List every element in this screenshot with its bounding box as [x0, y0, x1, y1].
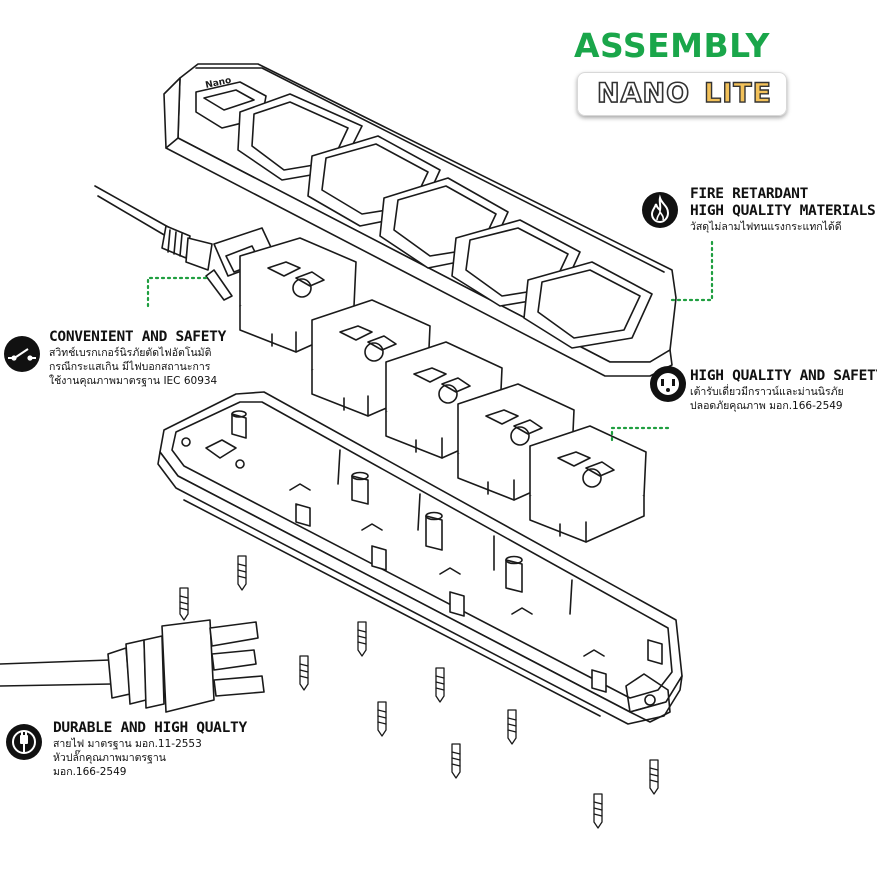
brand-badge: NANO LITE — [577, 72, 787, 116]
feature-socket-title: HIGH QUALITY AND SAFETY — [690, 368, 877, 384]
flame-icon — [642, 192, 678, 228]
feature-durable-desc-2: หัวปลั๊กคุณภาพมาตรฐาน — [53, 752, 166, 764]
page-title: ASSEMBLY — [574, 26, 770, 65]
feature-durable-quality: DURABLE AND HIGH QUALTY สายไฟ มาตรฐาน มอ… — [53, 720, 247, 779]
socket-icon — [650, 366, 686, 402]
screws — [179, 555, 659, 829]
leader-convenient — [146, 276, 208, 308]
feature-socket-desc-2: ปลอดภัยคุณภาพ มอก.166-2549 — [690, 400, 843, 412]
switch-icon — [4, 336, 40, 372]
socket-modules — [239, 237, 647, 543]
feature-fire-title-2: HIGH QUALITY MATERIALS — [690, 203, 876, 219]
feature-durable-desc-3: มอก.166-2549 — [53, 766, 127, 778]
feature-high-quality-safety: HIGH QUALITY AND SAFETY เต้ารับเดี่ยวมีก… — [690, 368, 877, 413]
leader-lines — [146, 240, 714, 442]
feature-fire-title-1: FIRE RETARDANT — [690, 186, 809, 202]
feature-convenient-desc-3: ใช้งานคุณภาพมาตรฐาน IEC 60934 — [49, 375, 218, 387]
top-cover: Nano — [163, 63, 677, 377]
feature-convenient-title: CONVENIENT AND SAFETY — [49, 329, 227, 345]
feature-convenient-desc-2: กรณีกระแสเกิน มีไฟบอกสถานะการ — [49, 361, 211, 373]
feature-fire-retardant: FIRE RETARDANT HIGH QUALITY MATERIALS วั… — [690, 186, 876, 234]
feature-durable-title: DURABLE AND HIGH QUALTY — [53, 720, 247, 736]
feature-fire-desc: วัสดุไม่ลามไฟทนแรงกระแทกได้ดี — [690, 221, 842, 233]
bottom-base — [157, 391, 683, 725]
feature-durable-desc-1: สายไฟ มาตรฐาน มอก.11-2553 — [53, 738, 202, 750]
feature-convenient-desc-1: สวิทช์เบรกเกอร์นิรภัยตัดไฟอัตโนมัติ — [49, 347, 212, 359]
leader-fire — [670, 240, 714, 302]
brand-word-nano: NANO — [596, 77, 691, 110]
plug-icon — [6, 724, 42, 760]
leader-socket — [610, 426, 670, 442]
feature-socket-desc-1: เต้ารับเดี่ยวมีกราวน์และม่านนิรภัย — [690, 386, 844, 398]
feature-convenient-safety: CONVENIENT AND SAFETY สวิทช์เบรกเกอร์นิร… — [49, 329, 226, 388]
plug-and-cord — [0, 619, 265, 713]
brand-word-lite: LITE — [703, 77, 773, 109]
